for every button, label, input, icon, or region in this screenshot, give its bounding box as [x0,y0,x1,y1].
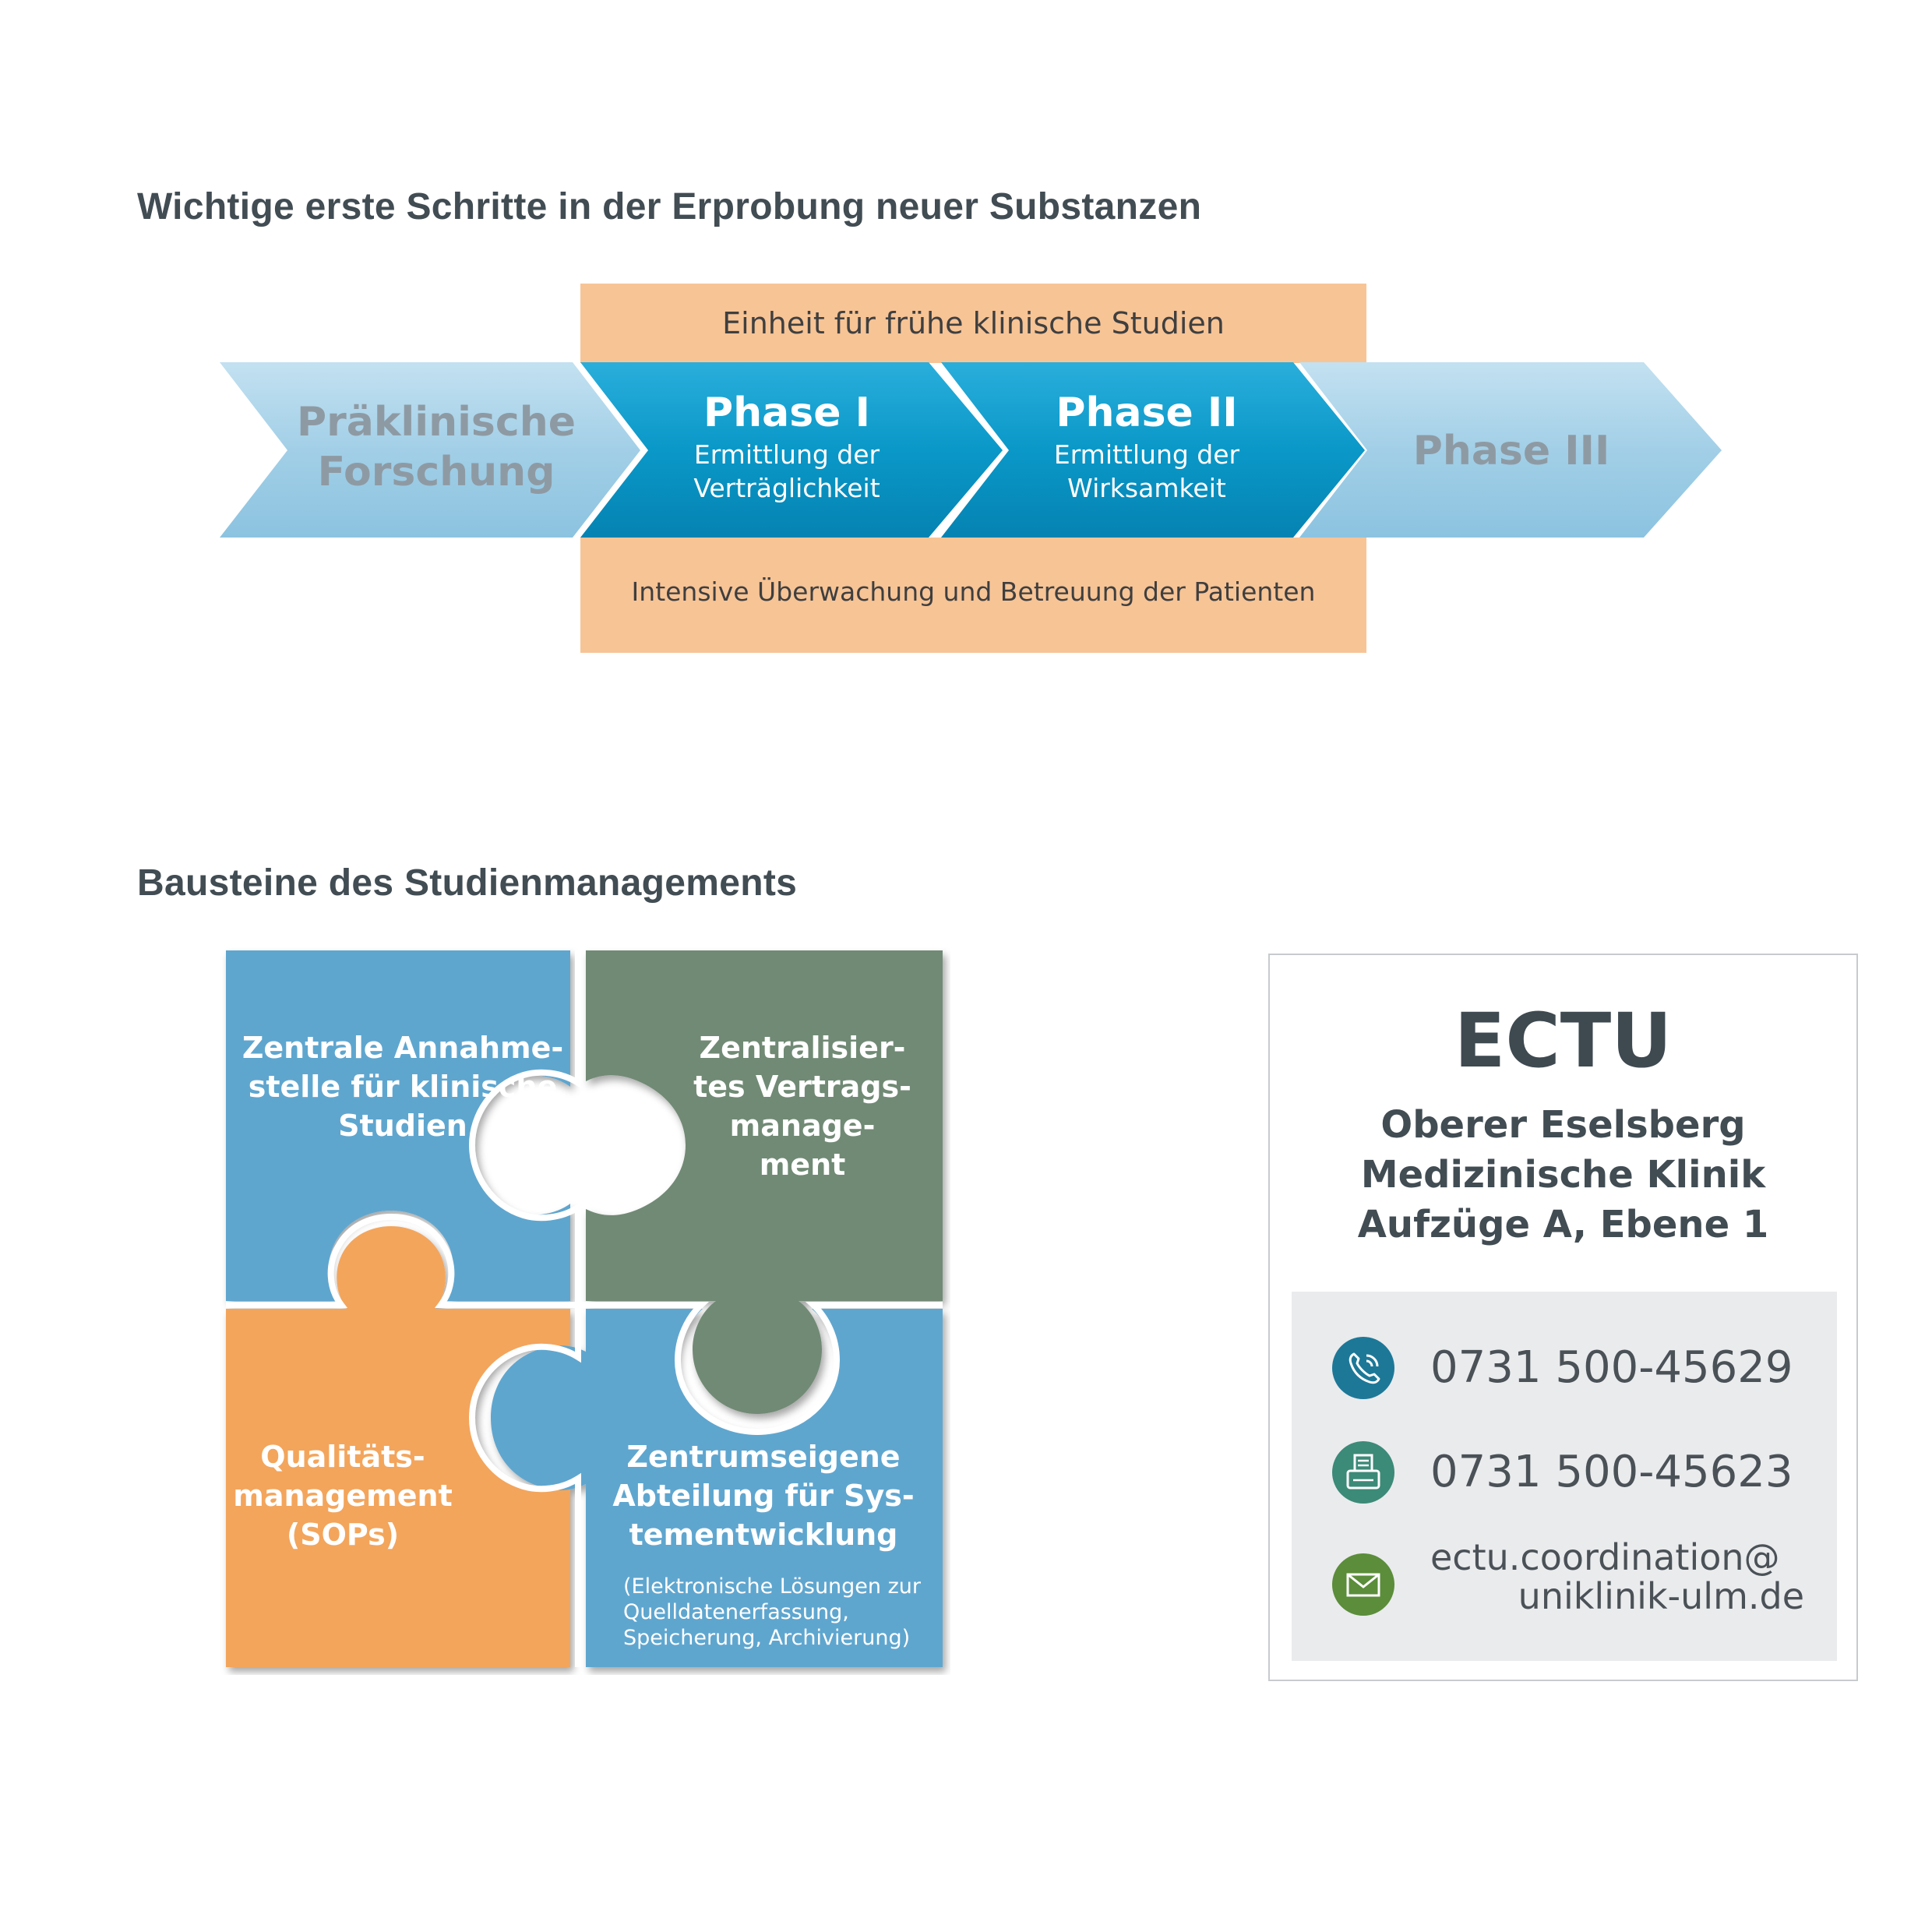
mail-icon [1332,1553,1394,1616]
step-preclinical-line2: Forschung [317,449,555,495]
piece2-line4: ment [759,1148,846,1182]
step-phase1-title: Phase I [703,390,870,436]
phone-row[interactable]: 0731 500-45629 [1292,1329,1837,1407]
piece2-line2: tes Vertrags- [693,1070,911,1104]
piece-contracts-label: Zentralisier- tes Vertrags- manage- ment [686,1028,919,1184]
step-phase3-title: Phase III [1412,428,1610,474]
phase-diagram: Einheit für frühe klinische Studien Inte… [0,0,1932,701]
step-phase2-sub1: Ermittlung der [1053,439,1240,470]
puzzle-piece-system-dev [491,1309,943,1667]
arrow-phase1 [580,362,1003,538]
piece1-line2: stelle für klinische [248,1070,558,1104]
unit-label-band: Einheit für frühe klinische Studien [580,284,1366,363]
puzzle-shapes [226,950,943,1667]
step-preclinical: Präklinische Forschung [296,397,576,497]
piece4-note2: Quelldatenerfassung, [623,1600,849,1624]
monitoring-label: Intensive Überwachung und Betreuung der … [631,576,1316,607]
piece2-line3: manage- [729,1109,876,1143]
section-title-phases: Wichtige erste Schritte in der Erprobung… [137,186,1202,227]
monitoring-band: Intensive Überwachung und Betreuung der … [580,538,1366,653]
step-phase1: Phase I Ermittlung der Verträglichkeit [654,388,919,505]
piece4-line2: Abteilung für Sys- [612,1479,915,1513]
phone-icon [1332,1337,1394,1399]
contact-details: 0731 500-45629 0731 500-45623 [1292,1292,1837,1661]
piece4-note3: Speicherung, Archivierung) [623,1626,911,1650]
piece-system-dev-note: (Elektronische Lösungen zur Quelldatener… [623,1574,935,1651]
piece4-line3: tementwicklung [629,1518,898,1552]
piece3-line1: Qualitäts- [260,1440,425,1474]
email-address[interactable]: ectu.coordination@ uniklinik-ulm.de [1430,1538,1804,1616]
piece-central-intake-label: Zentrale Annahme- stelle für klinische S… [235,1028,570,1145]
piece2-line1: Zentralisier- [699,1031,906,1065]
fax-number: 0731 500-45623 [1430,1447,1793,1497]
step-phase2: Phase II Ermittlung der Wirksamkeit [1014,388,1279,505]
arrow-preclinical [220,362,640,538]
fax-icon [1332,1441,1394,1504]
step-phase1-sub2: Verträglichkeit [693,473,880,503]
step-phase1-sub1: Ermittlung der [693,439,880,470]
email-row[interactable]: ectu.coordination@ uniklinik-ulm.de [1292,1538,1837,1624]
arrow-phase3 [1299,362,1722,538]
email-line-2: uniklinik-ulm.de [1518,1575,1804,1617]
contact-card: ECTU Oberer Eselsberg Medizinische Klini… [1268,954,1858,1681]
address-line-1: Oberer Eselsberg [1380,1103,1746,1147]
fax-row[interactable]: 0731 500-45623 [1292,1433,1837,1511]
email-line-1: ectu.coordination@ [1430,1536,1780,1578]
piece1-line1: Zentrale Annahme- [242,1031,564,1065]
piece1-line3: Studien [338,1109,467,1143]
puzzle-piece-quality [226,1226,570,1667]
piece-quality-label: Qualitäts- management (SOPs) [226,1437,460,1554]
step-phase2-title: Phase II [1056,390,1238,436]
card-title: ECTU [1454,997,1673,1084]
piece-system-dev-label: Zentrumseigene Abteilung für Sys- tement… [608,1437,919,1554]
section-title-building-blocks: Bausteine des Studienmanagements [137,862,798,904]
phone-number: 0731 500-45629 [1430,1342,1793,1393]
address-line-3: Aufzüge A, Ebene 1 [1357,1203,1769,1246]
address-line-2: Medizinische Klinik [1360,1153,1766,1197]
piece3-line3: (SOPs) [286,1518,400,1552]
puzzle-graphic: Zentrale Annahme- stelle für klinische S… [218,943,950,1675]
piece3-line2: management [233,1479,453,1513]
phase-arrows [220,362,1722,538]
step-phase3: Phase III [1394,426,1628,476]
piece4-note1: (Elektronische Lösungen zur [623,1574,921,1599]
unit-label: Einheit für frühe klinische Studien [722,306,1225,340]
piece4-line1: Zentrumseigene [626,1440,901,1474]
step-phase2-sub2: Wirksamkeit [1067,473,1226,503]
arrow-phase2 [941,362,1365,538]
step-preclinical-line1: Präklinische [297,399,576,446]
puzzle-piece-contracts [586,950,943,1414]
puzzle-piece-central-intake [226,950,570,1301]
